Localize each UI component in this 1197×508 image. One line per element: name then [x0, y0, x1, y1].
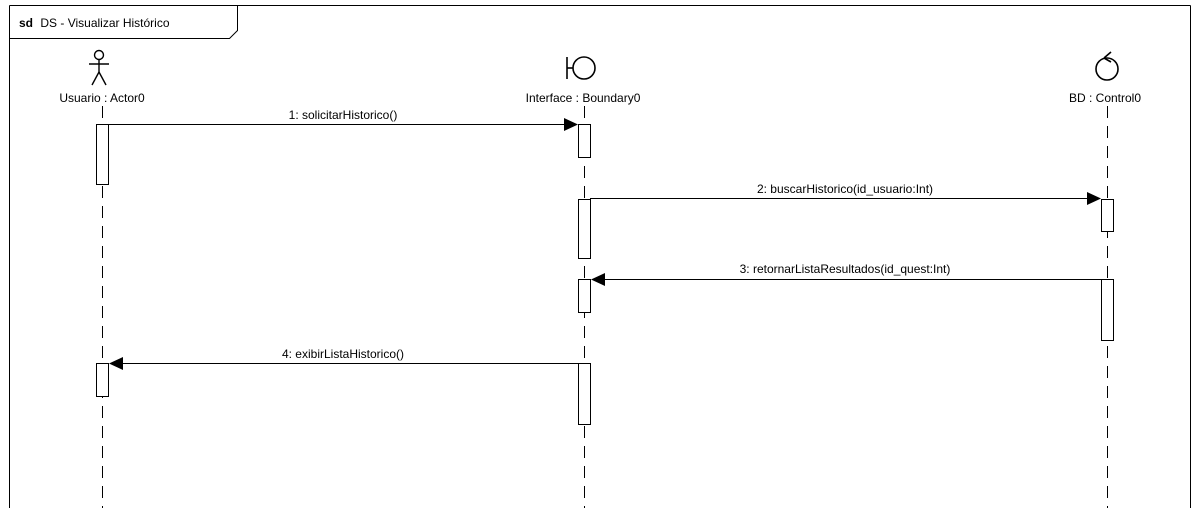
- message-label: 2: buscarHistorico(id_usuario:Int): [757, 182, 933, 196]
- message-label: 3: retornarListaResultados(id_quest:Int): [740, 262, 951, 276]
- message-label: 4: exibirListaHistorico(): [282, 347, 404, 361]
- lifeline-actor[interactable]: Usuario : Actor0: [59, 49, 145, 508]
- message-3[interactable]: 3: retornarListaResultados(id_quest:Int): [591, 262, 1101, 286]
- activation-bar: [578, 279, 591, 313]
- arrowhead-right-icon: [564, 118, 578, 131]
- boundary-icon: [566, 56, 596, 80]
- activation-bar: [578, 363, 591, 425]
- lifeline-label: Usuario : Actor0: [59, 91, 145, 105]
- lifeline-label: BD : Control0: [1069, 91, 1141, 105]
- activation-bar: [1101, 199, 1114, 232]
- activation-bar: [578, 199, 591, 259]
- frame-title: DS - Visualizar Histórico: [40, 16, 169, 30]
- arrowhead-left-icon: [109, 357, 123, 370]
- arrowhead-left-icon: [591, 273, 605, 286]
- activation-bar: [96, 363, 109, 397]
- activation-bar: [578, 124, 591, 158]
- svg-text:sd DS - Visualizar Histó: sd DS - Visualizar Histórico: [19, 16, 170, 30]
- actor-stick-figure-icon: [89, 49, 109, 86]
- frame-title-tab: [9, 5, 238, 39]
- diagram-frame: sd DS - Visualizar Histórico: [9, 5, 1191, 508]
- frame-keyword: sd: [19, 16, 33, 30]
- message-2[interactable]: 2: buscarHistorico(id_usuario:Int): [590, 182, 1101, 205]
- activation-bar: [1101, 279, 1114, 341]
- message-1[interactable]: 1: solicitarHistorico(): [108, 108, 578, 131]
- control-icon: [1095, 51, 1119, 81]
- message-label: 1: solicitarHistorico(): [289, 108, 398, 122]
- message-4[interactable]: 4: exibirListaHistorico(): [109, 347, 578, 370]
- arrowhead-right-icon: [1087, 192, 1101, 205]
- lifeline-label: Interface : Boundary0: [526, 91, 641, 105]
- activation-bar: [96, 124, 109, 185]
